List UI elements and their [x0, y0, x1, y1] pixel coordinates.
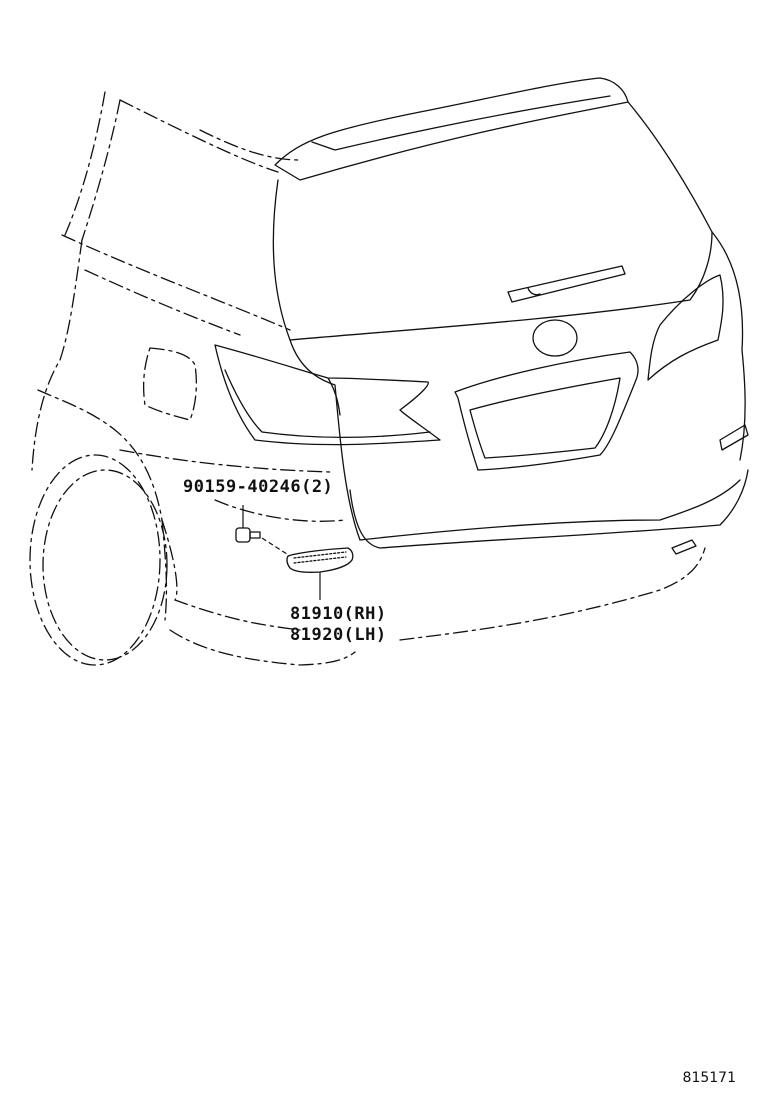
fuel-door — [143, 347, 197, 421]
rear-tire — [29, 454, 161, 666]
side-reflector-part — [261, 537, 354, 600]
tail-lamp-right — [647, 274, 724, 381]
body-side-outline — [81, 99, 121, 241]
roof-spoiler — [274, 77, 629, 181]
callout-reflector-lh: 81920(LH) — [290, 625, 387, 645]
back-door-panel — [289, 339, 741, 541]
diagram-id: 815171 — [682, 1070, 736, 1086]
rear-window — [272, 101, 713, 341]
tail-lamp-left — [214, 344, 441, 446]
rear-bumper — [349, 469, 749, 549]
callout-reflector-rh: 81910(RH) — [290, 604, 387, 624]
callout-clip: 90159-40246(2) — [183, 477, 334, 497]
license-plate-recess — [454, 351, 639, 471]
clip-part — [235, 505, 261, 543]
high-mount-stop-lamp — [311, 95, 611, 151]
emblem — [532, 319, 578, 357]
rear-wiper — [507, 265, 626, 303]
